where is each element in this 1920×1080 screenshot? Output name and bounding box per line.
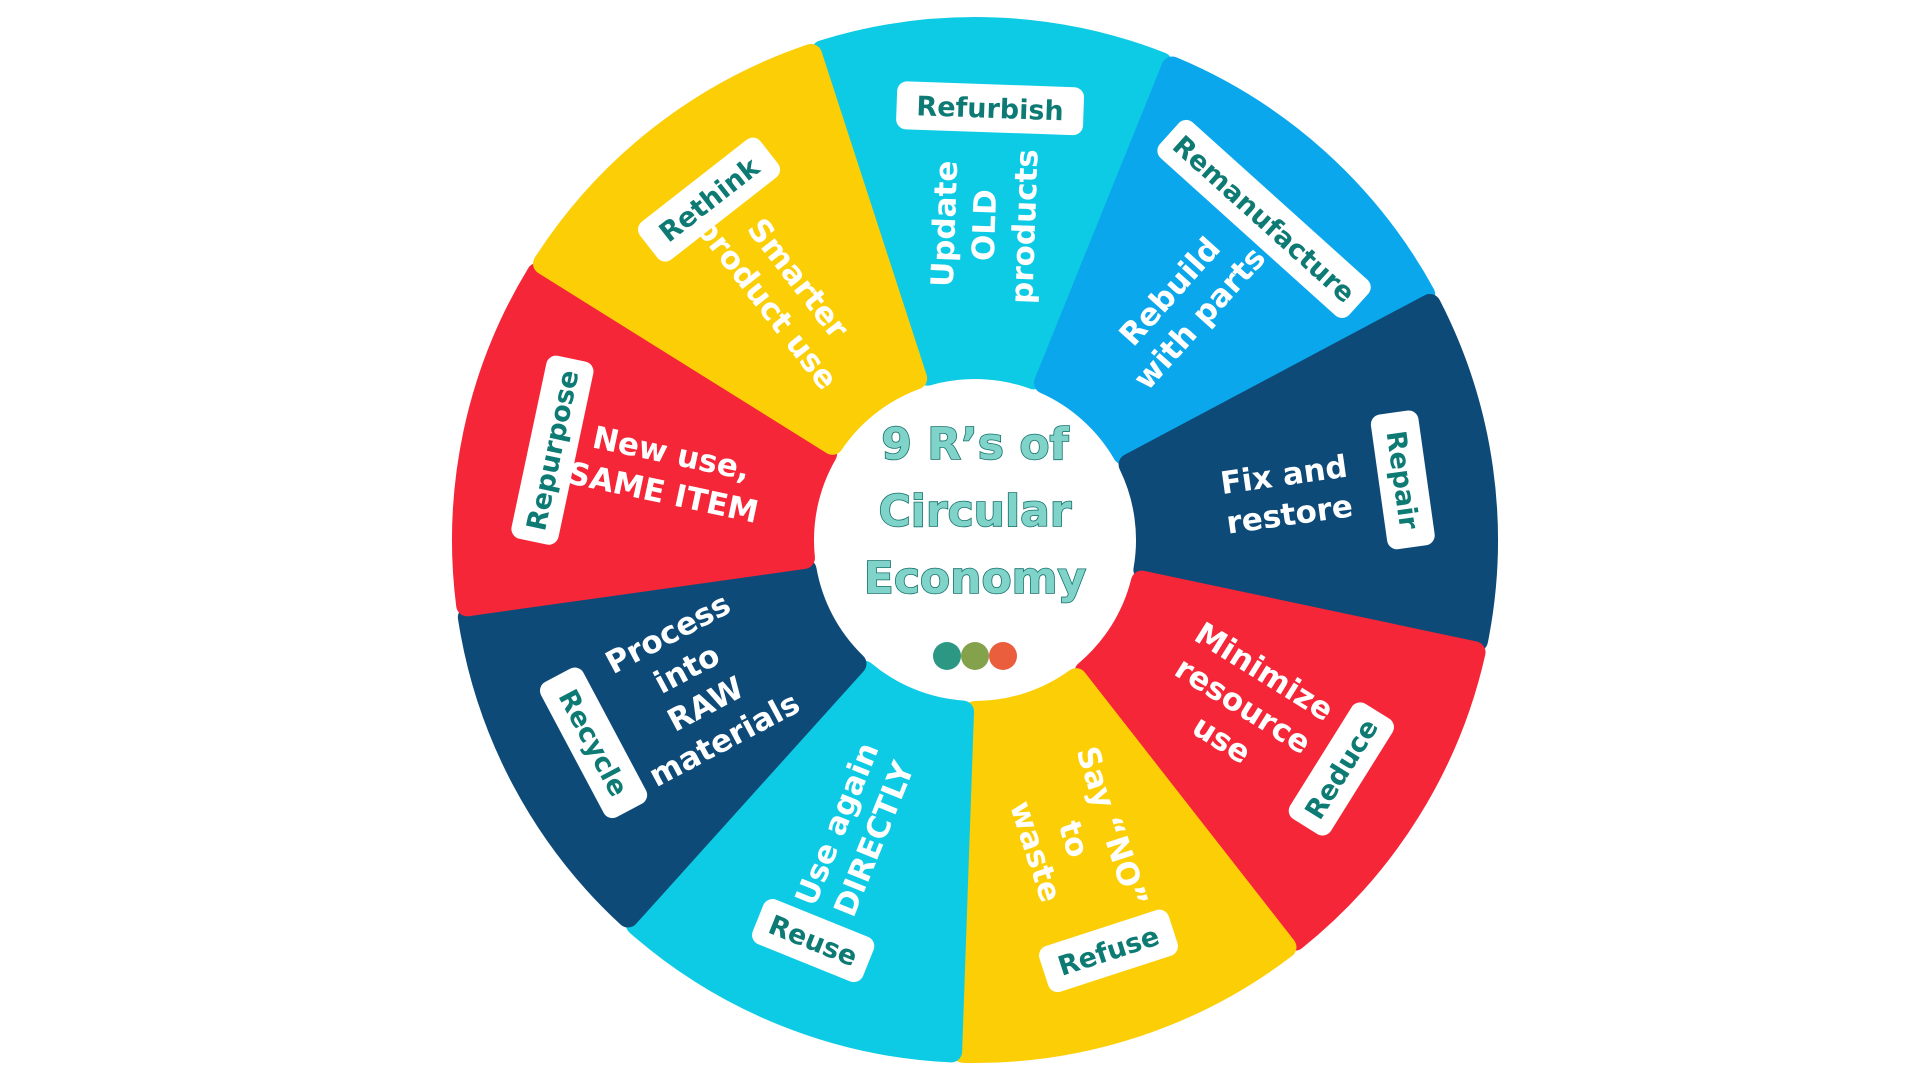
segment-refurbish-description-line: Update xyxy=(924,160,964,288)
center-dot xyxy=(961,642,989,670)
segment-remanufacture-wedge xyxy=(1033,56,1436,466)
segment-repair-wedge xyxy=(1118,293,1498,652)
segment-rethink-wedge xyxy=(533,43,928,455)
segment-refurbish-description: UpdateOLDproducts xyxy=(924,146,1045,305)
segment-refurbish-description-line: products xyxy=(1004,149,1045,305)
label-pill-background xyxy=(539,667,648,819)
label-pill-background xyxy=(638,137,781,262)
center-title-line-1: 9 R’s of xyxy=(881,419,1069,470)
segment-reuse-wedge xyxy=(625,660,975,1063)
label-pill-background xyxy=(511,355,594,545)
center-title-line-3: Economy xyxy=(864,553,1086,604)
segment-reduce-wedge xyxy=(1074,570,1486,951)
segment-refurbish: UpdateOLDproducts Refurbish xyxy=(811,17,1173,390)
label-pill-background xyxy=(896,81,1085,136)
center-title-line-2: Circular xyxy=(879,486,1072,537)
segment-refurbish-label-pill: Refurbish xyxy=(896,81,1085,136)
label-pill-background xyxy=(1039,909,1178,993)
segment-refurbish-description-line: OLD xyxy=(965,189,1003,262)
label-pill-background xyxy=(1157,119,1371,318)
segment-recycle-wedge xyxy=(457,558,867,928)
center-dot xyxy=(933,642,961,670)
center-dots xyxy=(933,642,1017,670)
label-pill-background xyxy=(1288,702,1394,836)
label-pill-background xyxy=(752,899,875,983)
segment-refurbish-label: Refurbish xyxy=(916,91,1064,127)
segment-repair-label-pill: Repair xyxy=(1370,410,1435,550)
label-pill-background xyxy=(1370,410,1435,550)
center-dot xyxy=(989,642,1017,670)
center-hub: 9 R’s of Circular Economy xyxy=(863,418,1087,670)
